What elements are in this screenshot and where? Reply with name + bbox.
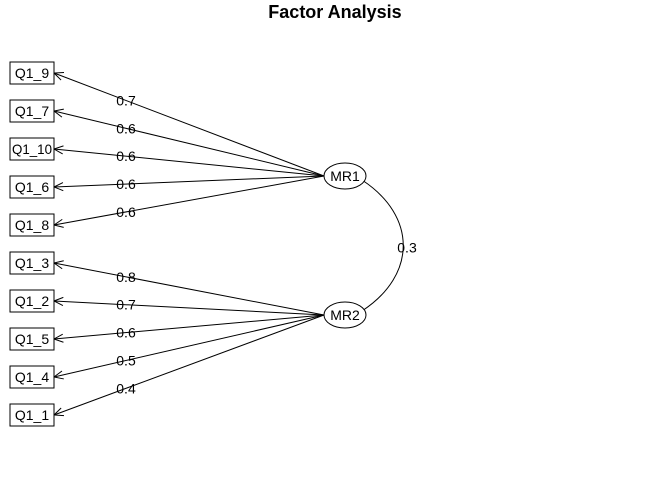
item-node-q1-8: Q1_8 — [9, 213, 55, 237]
loading-edge-q1-1 — [53, 314, 325, 416]
loading-label-q1-10: 0.6 — [116, 148, 136, 164]
item-node-q1-5: Q1_5 — [9, 327, 55, 351]
loading-edges: 0.7 0.6 0.6 0.6 0.6 0.8 0.7 0.6 0.5 0.4 — [52, 71, 325, 417]
item-node-q1-9: Q1_9 — [9, 61, 55, 85]
item-box — [9, 251, 55, 275]
item-label: Q1_6 — [15, 179, 49, 195]
factor-correlation: 0.3 — [361, 179, 417, 312]
factor-label: MR1 — [330, 168, 360, 184]
item-box — [9, 365, 55, 389]
factor-node-mr2: MR2 — [323, 301, 367, 329]
item-box — [9, 61, 55, 85]
correlation-arc — [361, 179, 404, 312]
factor-label: MR2 — [330, 307, 360, 323]
loading-edge-q1-2 — [53, 300, 325, 316]
item-box — [9, 175, 55, 199]
loading-label-q1-3: 0.8 — [116, 269, 136, 285]
item-label: Q1_3 — [15, 255, 49, 271]
item-node-q1-6: Q1_6 — [9, 175, 55, 199]
item-box — [9, 289, 55, 313]
correlation-label: 0.3 — [397, 240, 417, 256]
loading-edge-q1-4 — [53, 314, 325, 378]
item-label: Q1_8 — [15, 217, 49, 233]
loading-label-q1-2: 0.7 — [116, 297, 136, 313]
item-node-q1-2: Q1_2 — [9, 289, 55, 313]
loading-label-q1-6: 0.6 — [116, 176, 136, 192]
item-label: Q1_4 — [15, 369, 49, 385]
item-box — [9, 403, 55, 427]
item-label: Q1_9 — [15, 65, 49, 81]
loading-edge-q1-6 — [53, 175, 325, 188]
item-label: Q1_5 — [15, 331, 49, 347]
loading-edge-q1-3 — [53, 262, 325, 316]
loading-label-q1-1: 0.4 — [116, 380, 136, 396]
item-node-q1-10: Q1_10 — [9, 137, 55, 161]
item-box — [9, 137, 55, 161]
loading-edge-q1-10 — [53, 148, 325, 177]
loading-edge-q1-7 — [53, 110, 325, 177]
item-box — [9, 99, 55, 123]
loading-edge-q1-5 — [53, 314, 325, 340]
item-label: Q1_10 — [12, 141, 52, 157]
factor-ellipse — [323, 162, 367, 190]
item-box — [9, 327, 55, 351]
item-box — [9, 213, 55, 237]
loading-edge-q1-8 — [53, 175, 325, 226]
factor-ellipse — [323, 301, 367, 329]
loading-label-q1-4: 0.5 — [116, 352, 136, 368]
item-label: Q1_2 — [15, 293, 49, 309]
item-node-q1-3: Q1_3 — [9, 251, 55, 275]
item-nodes: Q1_9Q1_7Q1_10Q1_6Q1_8Q1_3Q1_2Q1_5Q1_4Q1_… — [9, 61, 55, 427]
loading-label-q1-8: 0.6 — [116, 204, 136, 220]
item-label: Q1_1 — [15, 407, 49, 423]
loading-edge-q1-9 — [53, 72, 325, 177]
factor-node-mr1: MR1 — [323, 162, 367, 190]
item-node-q1-7: Q1_7 — [9, 99, 55, 123]
loading-label-q1-7: 0.6 — [116, 120, 136, 136]
loading-label-q1-5: 0.6 — [116, 325, 136, 341]
loading-label-q1-9: 0.7 — [116, 92, 136, 108]
diagram-title: Factor Analysis — [268, 2, 401, 22]
item-node-q1-1: Q1_1 — [9, 403, 55, 427]
item-node-q1-4: Q1_4 — [9, 365, 55, 389]
item-label: Q1_7 — [15, 103, 49, 119]
